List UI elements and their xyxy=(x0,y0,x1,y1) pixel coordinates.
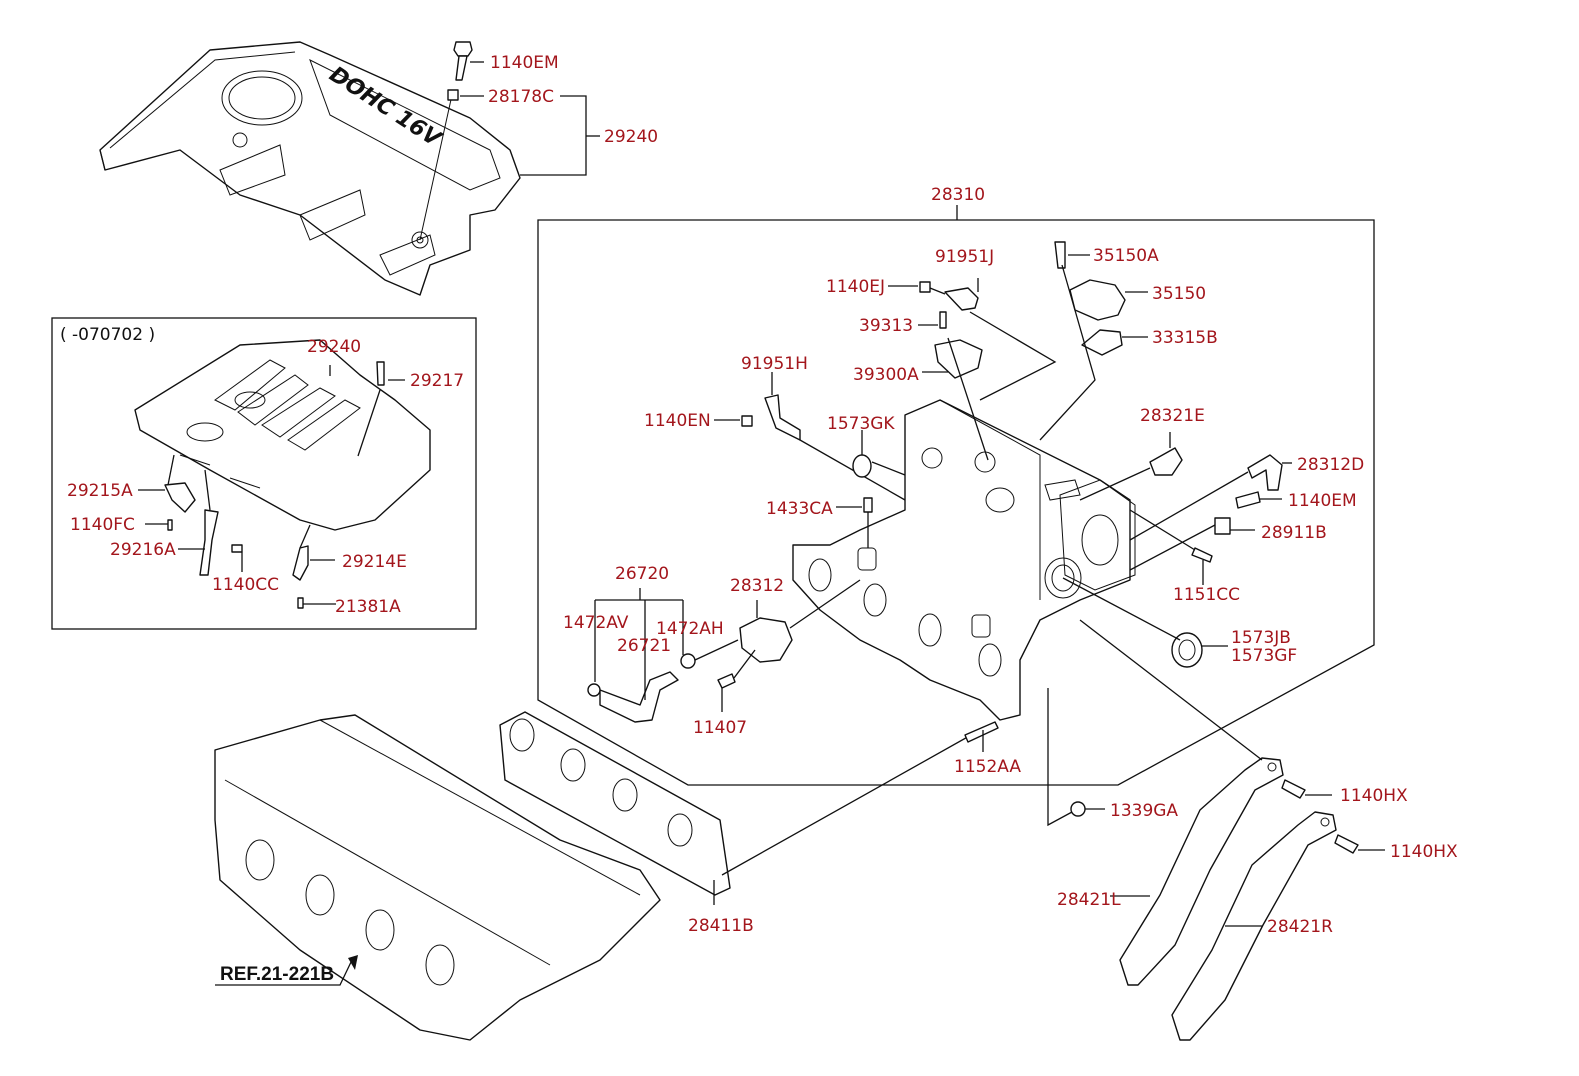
label-1152AA[interactable]: 1152AA xyxy=(954,757,1021,777)
sensor-icon[interactable] xyxy=(1149,447,1183,476)
reference-label[interactable]: REF.21-221B xyxy=(220,964,334,985)
idle-valve-icon[interactable] xyxy=(739,617,793,663)
hose-clamp-icon xyxy=(680,653,696,669)
label-1573GF[interactable]: 1573GF xyxy=(1231,646,1297,666)
bracket-icon xyxy=(764,394,801,441)
label-1472AV[interactable]: 1472AV xyxy=(563,613,629,633)
hose-icon[interactable] xyxy=(599,671,679,723)
bolt-icon xyxy=(376,361,385,386)
inset-box xyxy=(51,317,477,630)
label-1140EN[interactable]: 1140EN xyxy=(644,411,711,431)
label-33315B[interactable]: 33315B xyxy=(1152,328,1218,348)
clip-icon xyxy=(1214,517,1231,535)
label-29215A[interactable]: 29215A xyxy=(67,481,133,501)
label-39300A[interactable]: 39300A xyxy=(853,365,919,385)
label-1140EM[interactable]: 1140EM xyxy=(490,53,559,73)
bolt-icon xyxy=(939,311,947,329)
bracket-icon xyxy=(292,545,309,581)
label-28312D[interactable]: 28312D xyxy=(1297,455,1364,475)
label-28312[interactable]: 28312 xyxy=(730,576,784,596)
label-29240-inset[interactable]: 29240 xyxy=(307,337,361,357)
bolt-icon xyxy=(297,597,304,609)
hose-clamp-icon xyxy=(587,683,601,697)
label-1140HX-1[interactable]: 1140HX xyxy=(1340,786,1408,806)
label-26720[interactable]: 26720 xyxy=(615,564,669,584)
stud-icon xyxy=(964,721,999,743)
label-35150[interactable]: 35150 xyxy=(1152,284,1206,304)
bolt-icon xyxy=(1281,779,1306,799)
seal-ring-icon xyxy=(852,454,872,478)
assembly-frame xyxy=(537,219,1375,786)
label-1472AH[interactable]: 1472AH xyxy=(656,619,724,639)
bolt-icon xyxy=(1054,241,1066,269)
bracket-icon xyxy=(164,482,196,513)
stud-icon xyxy=(1191,547,1213,563)
label-1140FC[interactable]: 1140FC xyxy=(70,515,135,535)
label-28421L[interactable]: 28421L xyxy=(1057,890,1121,910)
label-1140EJ[interactable]: 1140EJ xyxy=(826,277,885,297)
label-1339GA[interactable]: 1339GA xyxy=(1110,801,1178,821)
bolt-icon xyxy=(1334,834,1359,854)
stay-left[interactable] xyxy=(1119,757,1284,986)
bolt-icon xyxy=(1235,491,1261,509)
label-28321E[interactable]: 28321E xyxy=(1140,406,1205,426)
label-28178C[interactable]: 28178C xyxy=(488,87,554,107)
label-1140HX-2[interactable]: 1140HX xyxy=(1390,842,1458,862)
bolt-icon xyxy=(453,41,473,81)
bolt-icon xyxy=(919,281,931,293)
label-91951J[interactable]: 91951J xyxy=(935,247,994,267)
label-21381A[interactable]: 21381A xyxy=(335,597,401,617)
map-sensor-icon[interactable] xyxy=(934,339,983,379)
label-28411B[interactable]: 28411B xyxy=(688,916,754,936)
label-1573GK[interactable]: 1573GK xyxy=(827,414,895,434)
hose-fitting-icon xyxy=(1247,454,1283,491)
label-29216A[interactable]: 29216A xyxy=(110,540,176,560)
bolt-icon xyxy=(231,544,243,553)
bracket-icon xyxy=(199,509,219,576)
label-26721[interactable]: 26721 xyxy=(617,636,671,656)
label-1151CC[interactable]: 1151CC xyxy=(1173,585,1240,605)
label-29240[interactable]: 29240 xyxy=(604,127,658,147)
grommet-icon xyxy=(447,89,459,101)
label-1140EM-mid[interactable]: 1140EM xyxy=(1288,491,1357,511)
label-28310[interactable]: 28310 xyxy=(931,185,985,205)
bolt-icon xyxy=(167,519,173,531)
label-28421R[interactable]: 28421R xyxy=(1267,917,1333,937)
label-1433CA[interactable]: 1433CA xyxy=(766,499,833,519)
intake-manifold[interactable] xyxy=(792,399,1136,721)
cylinder-head xyxy=(214,714,661,1041)
label-11407[interactable]: 11407 xyxy=(693,718,747,738)
engine-cover-top[interactable] xyxy=(99,41,521,296)
label-91951H[interactable]: 91951H xyxy=(741,354,808,374)
pin-icon xyxy=(863,497,873,513)
bolt-icon xyxy=(741,415,753,427)
label-1140CC[interactable]: 1140CC xyxy=(212,575,279,595)
screw-icon xyxy=(717,673,736,689)
engine-cover-inset[interactable] xyxy=(134,339,431,531)
label-35150A[interactable]: 35150A xyxy=(1093,246,1159,266)
idle-actuator-icon[interactable] xyxy=(1069,279,1126,321)
label-28911B[interactable]: 28911B xyxy=(1261,523,1327,543)
bracket-icon xyxy=(944,287,979,311)
label-1573JB[interactable]: 1573JB xyxy=(1231,628,1291,648)
label-29214E[interactable]: 29214E xyxy=(342,552,407,572)
gasket-ring-icon xyxy=(1171,632,1203,668)
nut-icon xyxy=(1070,801,1086,817)
label-39313[interactable]: 39313 xyxy=(859,316,913,336)
inset-caption: ( -070702 ) xyxy=(60,325,155,345)
label-29217[interactable]: 29217 xyxy=(410,371,464,391)
gasket-icon xyxy=(1081,329,1123,356)
